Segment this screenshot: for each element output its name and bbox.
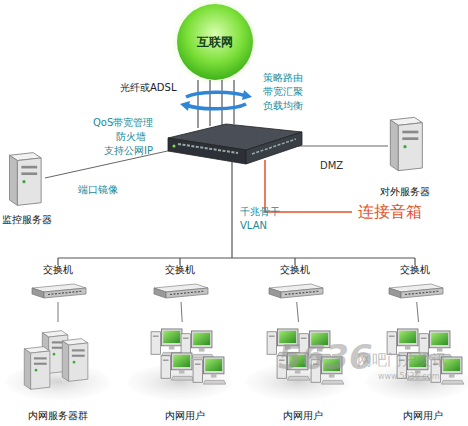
node-label: 交换机 [165,264,195,276]
group-node: 内网服务器群 [8,322,108,422]
switch-icon [269,284,323,298]
watermark: 网吧门户资讯 [357,352,447,369]
callout-label: 光纤或ADSL [120,82,176,94]
server-icon [62,339,88,382]
node-label: 内网用户 [165,410,205,422]
server-icon [10,153,42,206]
dmz-wire [298,146,388,147]
server-node: 对外服务器 [370,114,440,198]
callout-label: 端口镜像 [78,184,118,196]
speaker-wire [265,160,352,212]
node-label: 交换机 [280,264,310,276]
bus-wire [58,257,415,258]
switch-icon [154,284,208,298]
server-icon [390,117,422,170]
node-label: 交换机 [400,264,430,276]
cloud-circle [177,4,253,80]
callout-label: QoS带宽管理 [93,117,153,129]
callout-label: DMZ [320,160,343,172]
rotate-arrows [186,92,246,109]
callout-label: 连接音箱 [358,203,422,221]
callout-label: 负载均衡 [263,100,303,112]
uplink-lines [198,80,234,128]
connector [297,302,299,322]
server-icon [24,347,50,390]
watermark: www.5636.com [378,372,439,382]
arrow-head [242,90,252,100]
connector [58,302,59,322]
switch-node: 交换机 [265,264,325,302]
node-label: 内网服务器群 [28,410,88,422]
callout-label: 策略路由 [263,72,303,84]
node-label: 互联网 [197,35,233,50]
pc-group [151,329,226,384]
switch-icon [389,284,443,298]
arrow-head [180,101,190,111]
node-label: 内网用户 [403,410,443,422]
node-label: 交换机 [43,264,73,276]
backbone-wire [231,162,232,258]
connector [417,302,419,322]
group-node: 内网用户 [140,322,230,422]
node-label: 内网用户 [283,410,323,422]
node-label: 对外服务器 [380,186,430,198]
switch-node: 交换机 [150,264,210,302]
switch-node: 交换机 [385,264,445,302]
switch-node: 交换机 [28,264,88,302]
callout-label: VLAN [240,220,267,232]
callout-label: 支持公网IP [104,145,153,157]
callout-label: 带宽汇聚 [263,86,303,98]
callout-label: 防火墙 [116,131,146,143]
switch-icon [32,284,86,298]
node-label: 监控服务器 [2,214,52,226]
connector [181,302,182,322]
bus-drops [58,258,415,265]
cloud-node: 互联网 [177,4,253,80]
callout-label: 千兆骨干 [240,206,280,218]
router-icon [168,124,302,164]
server-node: 监控服务器 [0,150,54,226]
cloud-glow [170,0,260,87]
